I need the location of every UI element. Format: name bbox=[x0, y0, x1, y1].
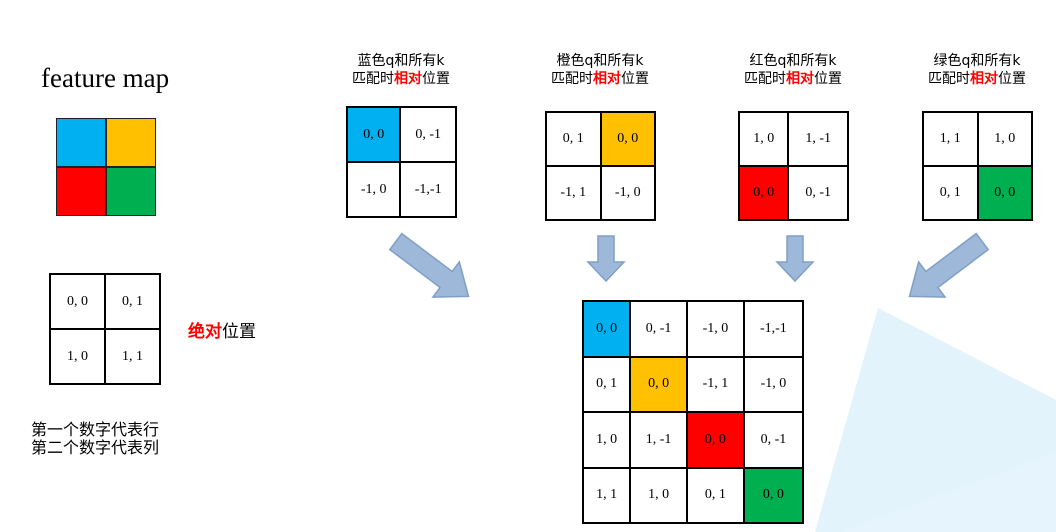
panel-cell-highlight: 0, 0 bbox=[345, 106, 402, 163]
note-line-2: 第二个数字代表列 bbox=[31, 438, 160, 457]
panel-green-table: 1, 1 1, 0 0, 1 0, 0 bbox=[922, 111, 1033, 221]
caption-part: 位置 bbox=[422, 71, 450, 87]
panel-red-caption: 红色q和所有k 匹配时相对位置 bbox=[728, 52, 858, 88]
panel-cell: 1, 0 bbox=[737, 111, 790, 167]
matrix-cell-highlight: 0, 0 bbox=[581, 300, 632, 358]
row-column-note: 第一个数字代表行 第二个数字代表列 bbox=[31, 421, 159, 457]
panel-cell: 0, -1 bbox=[787, 165, 849, 221]
panel-caption-line1: 红色q和所有k bbox=[749, 53, 837, 69]
panel-red-table: 1, 0 1, -1 0, 0 0, -1 bbox=[737, 111, 849, 221]
matrix-cell: -1, 1 bbox=[686, 355, 745, 413]
feature-map-cell-orange bbox=[107, 119, 155, 166]
arrow-down-right-icon bbox=[388, 232, 470, 298]
matrix-cell: 1, 0 bbox=[629, 466, 688, 524]
caption-part: 匹配时 bbox=[551, 71, 593, 87]
matrix-cell: 0, -1 bbox=[629, 300, 688, 358]
matrix-cell-highlight: 0, 0 bbox=[686, 411, 745, 469]
panel-cell-highlight: 0, 0 bbox=[737, 165, 790, 221]
panel-cell: 0, 1 bbox=[922, 165, 979, 221]
caption-part: 位置 bbox=[814, 71, 842, 87]
abs-cell: 0, 0 bbox=[49, 273, 106, 330]
panel-green-caption: 绿色q和所有k 匹配时相对位置 bbox=[912, 52, 1042, 88]
arrow-down-icon bbox=[775, 235, 815, 283]
caption-relative: 相对 bbox=[786, 71, 814, 87]
matrix-cell-highlight: 0, 0 bbox=[742, 466, 805, 524]
panel-cell: -1,-1 bbox=[399, 161, 457, 218]
feature-map-cell-red bbox=[57, 168, 105, 215]
caption-relative: 相对 bbox=[970, 71, 998, 87]
matrix-cell: -1,-1 bbox=[742, 300, 805, 358]
matrix-cell: 0, 1 bbox=[581, 355, 632, 413]
caption-part: 位置 bbox=[621, 71, 649, 87]
feature-map-grid bbox=[56, 118, 156, 216]
panel-cell: -1, 0 bbox=[599, 165, 656, 221]
note-line-1: 第一个数字代表行 bbox=[31, 420, 160, 439]
panel-orange-table: 0, 1 0, 0 -1, 1 -1, 0 bbox=[545, 111, 656, 221]
matrix-cell: 1, 1 bbox=[581, 466, 632, 524]
panel-cell: 1, 0 bbox=[976, 111, 1033, 167]
arrow-down-icon bbox=[586, 235, 626, 283]
caption-part: 匹配时 bbox=[928, 71, 970, 87]
caption-part: 位置 bbox=[998, 71, 1026, 87]
arrow-down-left-icon bbox=[908, 232, 990, 298]
feature-map-title: feature map bbox=[41, 63, 170, 93]
feature-map-cell-green bbox=[107, 168, 155, 215]
feature-map-cell-blue bbox=[57, 119, 105, 166]
panel-caption-line1: 蓝色q和所有k bbox=[357, 53, 445, 69]
panel-caption-line1: 绿色q和所有k bbox=[933, 53, 1021, 69]
panel-cell: 1, 1 bbox=[922, 111, 979, 167]
absolute-label-bold: 绝对 bbox=[188, 322, 222, 342]
absolute-position-table: 0, 0 0, 1 1, 0 1, 1 bbox=[49, 273, 161, 385]
panel-cell: -1, 0 bbox=[345, 161, 402, 218]
caption-relative: 相对 bbox=[593, 71, 621, 87]
relative-position-matrix: 0, 0 0, -1 -1, 0 -1,-1 0, 1 0, 0 -1, 1 -… bbox=[581, 300, 805, 524]
panel-cell: 0, 1 bbox=[545, 111, 602, 167]
absolute-position-label: 绝对位置 bbox=[188, 317, 256, 342]
panel-cell: -1, 1 bbox=[545, 165, 602, 221]
matrix-cell: -1, 0 bbox=[686, 300, 745, 358]
matrix-cell: 1, 0 bbox=[581, 411, 632, 469]
abs-cell: 1, 0 bbox=[49, 328, 106, 385]
matrix-cell-highlight: 0, 0 bbox=[629, 355, 688, 413]
panel-blue-caption: 蓝色q和所有k 匹配时相对位置 bbox=[336, 52, 466, 88]
absolute-label-rest: 位置 bbox=[222, 322, 256, 342]
panel-cell-highlight: 0, 0 bbox=[599, 111, 656, 167]
panel-blue-table: 0, 0 0, -1 -1, 0 -1,-1 bbox=[345, 106, 457, 218]
caption-part: 匹配时 bbox=[744, 71, 786, 87]
panel-cell: 0, -1 bbox=[399, 106, 457, 163]
abs-cell: 0, 1 bbox=[104, 273, 161, 330]
caption-relative: 相对 bbox=[394, 71, 422, 87]
panel-cell: 1, -1 bbox=[787, 111, 849, 167]
panel-cell-highlight: 0, 0 bbox=[976, 165, 1033, 221]
abs-cell: 1, 1 bbox=[104, 328, 161, 385]
panel-orange-caption: 橙色q和所有k 匹配时相对位置 bbox=[535, 52, 665, 88]
panel-caption-line1: 橙色q和所有k bbox=[556, 53, 644, 69]
matrix-cell: -1, 0 bbox=[742, 355, 805, 413]
caption-part: 匹配时 bbox=[352, 71, 394, 87]
matrix-cell: 0, 1 bbox=[686, 466, 745, 524]
matrix-cell: 0, -1 bbox=[742, 411, 805, 469]
matrix-cell: 1, -1 bbox=[629, 411, 688, 469]
